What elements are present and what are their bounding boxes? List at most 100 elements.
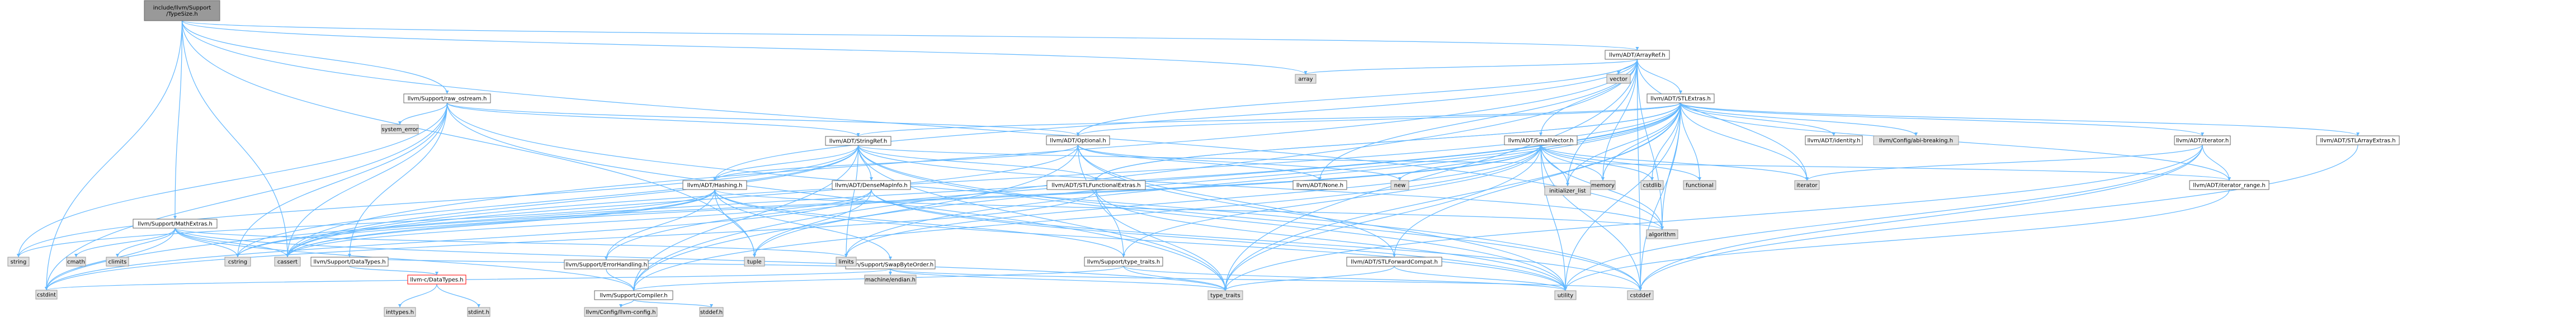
node-box xyxy=(1046,135,1110,145)
node-rawos[interactable]: llvm/Support/raw_ostream.h xyxy=(403,93,491,103)
dependency-edge-iterrange-utility xyxy=(1565,189,2230,291)
node-systemerror: system_error xyxy=(381,124,419,134)
node-box xyxy=(35,290,58,300)
node-none[interactable]: llvm/ADT/None.h xyxy=(1292,180,1347,190)
node-stlforward[interactable]: llvm/ADT/STLForwardCompat.h xyxy=(1346,257,1442,267)
dependency-edge-datatypes-cdatatypes xyxy=(349,266,437,276)
dependency-edge-mathextras-compiler xyxy=(174,228,634,291)
node-box xyxy=(274,257,301,267)
node-box xyxy=(594,290,673,300)
dependency-edge-stlextras-optional xyxy=(1077,102,1681,136)
node-smallvector[interactable]: llvm/ADT/SmallVector.h xyxy=(1504,135,1578,145)
node-utility: utility xyxy=(1554,290,1577,300)
node-box xyxy=(1805,135,1863,145)
arrowhead xyxy=(856,133,860,136)
dependency-edge-stlextras-identity xyxy=(1680,102,1834,136)
node-typetraitsh[interactable]: llvm/Support/type_traits.h xyxy=(1084,257,1163,267)
arrowhead xyxy=(1679,103,1682,106)
arrowhead xyxy=(477,304,480,307)
dependency-edge-rawos-optional xyxy=(446,102,1079,136)
dependency-edge-stlextras-cstdlib xyxy=(1652,102,1681,181)
node-box xyxy=(403,93,491,103)
dependency-edge-smallvector-memory xyxy=(1540,144,1603,181)
node-densemapinfo[interactable]: llvm/ADT/DenseMapInfo.h xyxy=(832,180,911,190)
node-box xyxy=(1590,180,1616,190)
dependency-edge-arrayref-iterator xyxy=(1636,59,1808,181)
node-label: utility xyxy=(1558,293,1574,299)
node-box xyxy=(1640,180,1664,190)
node-box xyxy=(825,136,891,146)
node-box xyxy=(224,257,251,267)
dependency-edge-stlextras-cstddef xyxy=(1640,102,1681,291)
dependency-edge-root-arrayref xyxy=(181,20,1638,51)
node-label: tuple xyxy=(747,259,762,266)
dependency-edge-arrayref-cstddef xyxy=(1636,59,1641,291)
dependency-edge-typetraitsh-utility xyxy=(1123,266,1566,291)
node-climits: climits xyxy=(106,257,129,267)
node-label: llvm/Config/abi-breaking.h xyxy=(1879,138,1953,144)
dependency-edge-root-cstdint xyxy=(46,20,183,291)
node-errorhandling[interactable]: llvm/Support/ErrorHandling.h xyxy=(564,259,649,269)
node-label: llvm/ADT/STLArrayExtras.h xyxy=(2320,138,2396,144)
arrowhead xyxy=(1698,177,1701,181)
node-stringref[interactable]: llvm/ADT/StringRef.h xyxy=(825,136,891,146)
node-tuple: tuple xyxy=(744,257,765,267)
node-box xyxy=(836,257,857,267)
node-box xyxy=(864,275,917,285)
dependency-edge-hashing-cassert xyxy=(287,189,715,258)
dependency-edge-stringref-cassert xyxy=(287,145,859,258)
node-iteratorh[interactable]: llvm/ADT/iterator.h xyxy=(2174,135,2231,145)
node-iterrange[interactable]: llvm/ADT/iterator_range.h xyxy=(2189,180,2270,190)
arrowhead xyxy=(1564,287,1567,291)
node-stlextras[interactable]: llvm/ADT/STLExtras.h xyxy=(1646,93,1715,103)
dependency-edge-smallvector-iterator xyxy=(1540,144,1808,181)
node-label: stddef.h xyxy=(700,310,723,316)
dependency-edge-mathextras-climits xyxy=(117,228,176,258)
node-root[interactable]: include/llvm/Support/TypeSize.h xyxy=(144,0,220,21)
node-label: llvm/ADT/Optional.h xyxy=(1050,138,1106,144)
node-optional[interactable]: llvm/ADT/Optional.h xyxy=(1046,135,1110,145)
node-machendian: machine/endian.h xyxy=(864,275,917,285)
node-hashing[interactable]: llvm/ADT/Hashing.h xyxy=(682,180,747,190)
arrowhead xyxy=(605,257,608,260)
node-mathextras[interactable]: llvm/Support/MathExtras.h xyxy=(133,219,218,229)
node-box xyxy=(1627,290,1654,300)
dependency-edge-stlfunctional-cstdint xyxy=(46,189,1097,291)
arrowhead xyxy=(1076,133,1080,136)
dependency-edge-compiler-stddef xyxy=(633,299,712,308)
dependency-edge-arrayref-cassert xyxy=(287,59,1638,258)
node-compiler[interactable]: llvm/Support/Compiler.h xyxy=(594,290,673,300)
node-abibreaking: llvm/Config/abi-breaking.h xyxy=(1873,135,1959,145)
node-identity[interactable]: llvm/ADT/identity.h xyxy=(1805,135,1863,145)
dependency-edge-hashing-cstring xyxy=(237,189,715,258)
dependency-edge-rawos-cstddef xyxy=(446,102,1641,291)
arrowhead xyxy=(1914,133,1918,136)
dependency-edge-optional-typetraitsh xyxy=(1077,144,1124,258)
node-inttypes: inttypes.h xyxy=(384,307,416,317)
node-label: llvm/ADT/None.h xyxy=(1296,183,1343,189)
dependency-edge-stlfunctional-typetraits xyxy=(1096,189,1226,291)
dependency-edge-smallvector-cstddef xyxy=(1540,144,1641,291)
node-cmath: cmath xyxy=(66,257,86,267)
node-stlarrayextras[interactable]: llvm/ADT/STLArrayExtras.h xyxy=(2316,135,2400,145)
node-datatypes[interactable]: llvm/Support/DataTypes.h xyxy=(310,257,389,267)
dependency-edge-smallvector-typetraits xyxy=(1225,144,1541,291)
node-limits: limits xyxy=(836,257,857,267)
node-string: string xyxy=(7,257,30,267)
node-label: array xyxy=(1298,77,1313,83)
node-cassert: cassert xyxy=(274,257,301,267)
dependency-edge-cdatatypes-inttypes xyxy=(399,283,437,308)
node-label: llvm/ADT/ArrayRef.h xyxy=(1609,53,1666,59)
dependency-edge-hashing-algorithm xyxy=(714,189,1663,230)
arrowhead xyxy=(1566,183,1569,186)
arrowhead xyxy=(1679,91,1682,94)
node-arrayref[interactable]: llvm/ADT/ArrayRef.h xyxy=(1605,50,1670,60)
arrowhead xyxy=(1393,254,1396,257)
node-box xyxy=(1683,180,1716,190)
dependency-edge-swapbyteorder-typetraits xyxy=(890,268,1226,291)
node-swapbyteorder[interactable]: llvm/Support/SwapByteOrder.h xyxy=(845,259,936,269)
dependency-edge-iteratorh-iterator xyxy=(1806,144,2203,181)
node-stlfunctional[interactable]: llvm/ADT/STLFunctionalExtras.h xyxy=(1046,180,1146,190)
arrowhead xyxy=(445,91,449,94)
